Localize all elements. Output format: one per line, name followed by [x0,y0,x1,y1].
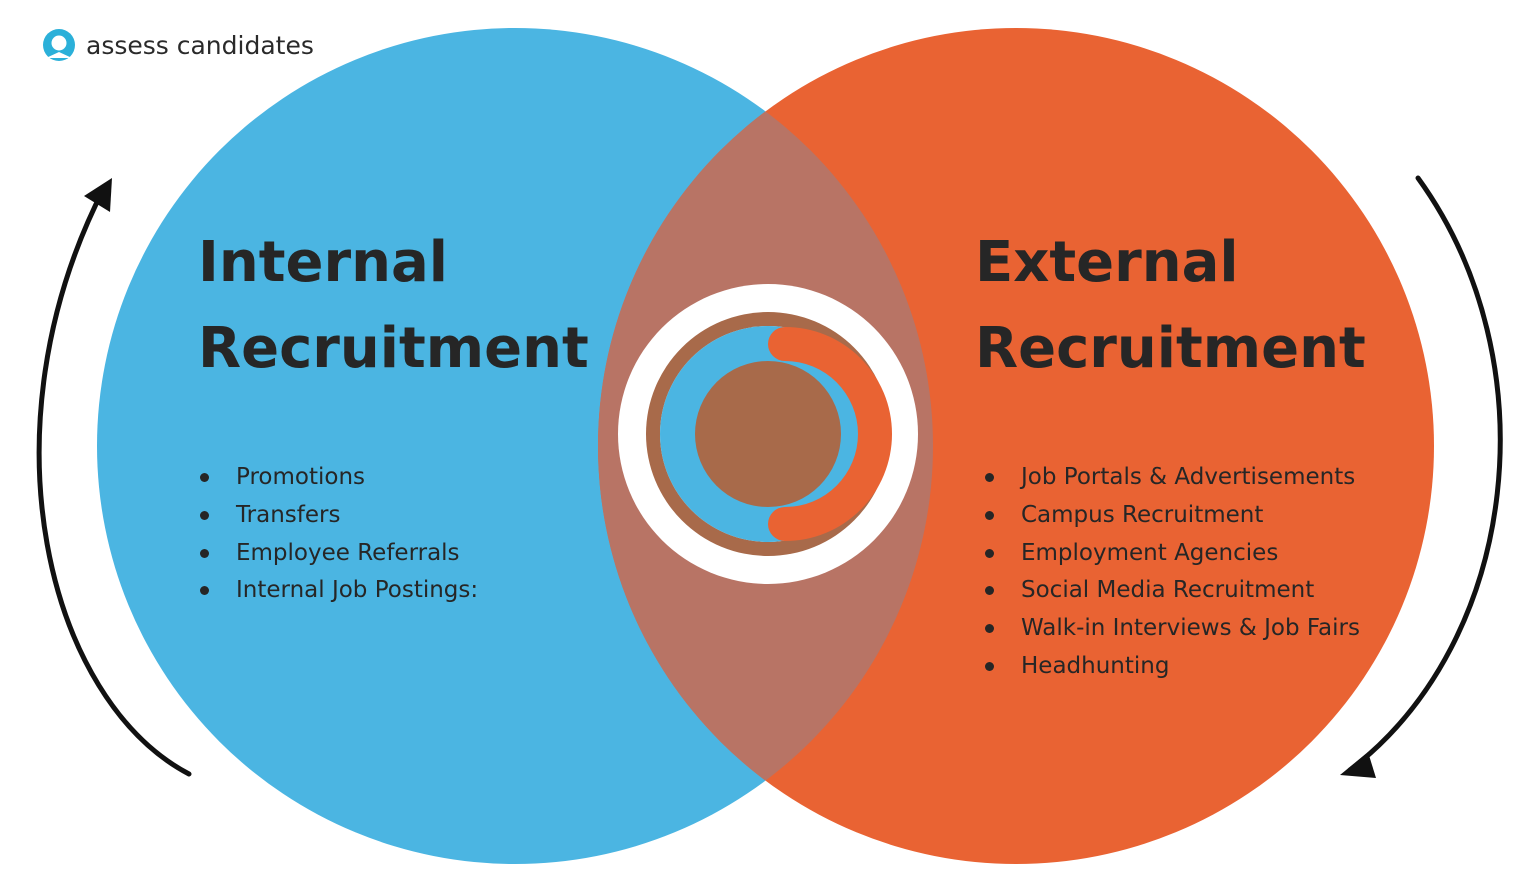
overlap-region [598,28,933,864]
internal-recruitment-list: Promotions Transfers Employee Referrals … [198,459,478,610]
external-recruitment-title: External Recruitment [975,220,1366,392]
list-item: Employment Agencies [983,535,1360,573]
list-item: Transfers [198,497,478,535]
internal-recruitment-title: Internal Recruitment [198,220,589,392]
brand-logo: assess candidates [42,28,314,62]
curved-arrow-down-icon [1340,175,1503,778]
list-item: Promotions [198,459,478,497]
curved-arrow-up-icon [36,178,192,777]
internal-title-line2: Recruitment [198,316,589,381]
external-title-line1: External [975,230,1239,295]
list-item: Job Portals & Advertisements [983,459,1360,497]
list-item: Headhunting [983,648,1360,686]
brand-name: assess candidates [86,30,314,60]
assess-candidates-logo-icon [43,29,75,61]
center-logo-emblem-icon [618,284,918,584]
list-item: Walk-in Interviews & Job Fairs [983,610,1360,648]
list-item: Internal Job Postings: [198,572,478,610]
list-item: Employee Referrals [198,535,478,573]
external-title-line2: Recruitment [975,316,1366,381]
external-recruitment-list: Job Portals & Advertisements Campus Recr… [983,459,1360,686]
list-item: Campus Recruitment [983,497,1360,535]
internal-title-line1: Internal [198,230,448,295]
list-item: Social Media Recruitment [983,572,1360,610]
